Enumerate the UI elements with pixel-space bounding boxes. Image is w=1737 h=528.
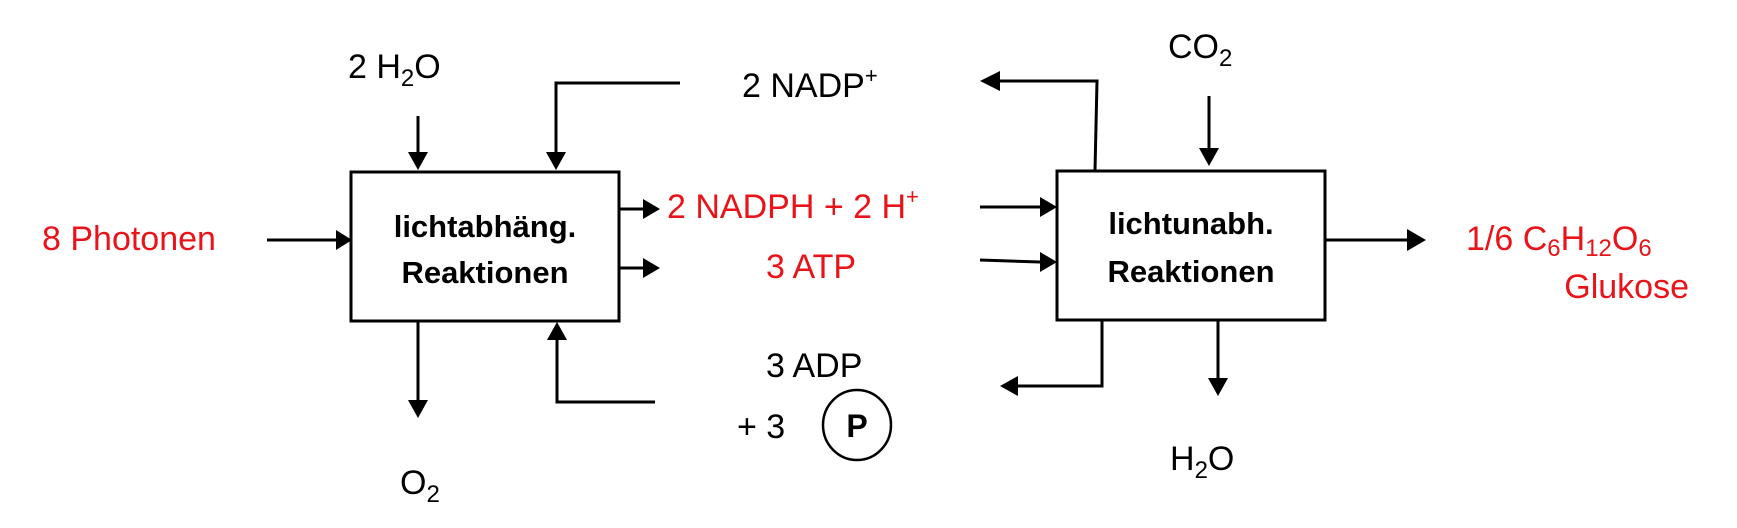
water-input-label: 2 H2O — [348, 48, 441, 92]
oxygen-output-arrow — [408, 321, 428, 418]
glucose-output-arrow — [1325, 229, 1426, 251]
phosphate-icon: P — [821, 388, 893, 462]
nadph-label: 2 NADPH + 2 H+ — [667, 184, 919, 226]
water-output-label: H2O — [1170, 440, 1234, 484]
light-independent-label-line1: lichtunabh. — [1108, 206, 1273, 241]
co2-arrow — [1199, 96, 1219, 166]
nadp-return-arrow — [546, 81, 680, 170]
nadp-output-arrow — [980, 71, 1099, 172]
oxygen-label: O2 — [400, 464, 440, 508]
water-output-arrow — [1208, 320, 1228, 396]
photons-label: 8 Photonen — [42, 220, 216, 258]
adp-return-arrow — [547, 322, 655, 404]
atp-output-arrow — [619, 258, 660, 278]
nadp-label: 2 NADP+ — [742, 63, 878, 105]
co2-label: CO2 — [1168, 28, 1232, 72]
glucose-formula: 1/6 C6H12O6 — [1466, 220, 1652, 262]
light-dependent-box — [349, 170, 621, 323]
nadph-input-arrow — [980, 197, 1057, 217]
light-independent-box — [1055, 169, 1327, 322]
light-independent-label-line2: Reaktionen — [1107, 254, 1274, 289]
atp-input-arrow — [979, 252, 1057, 272]
atp-label: 3 ATP — [766, 248, 856, 286]
phosphate-prefix: + 3 — [737, 408, 785, 446]
glucose-name: Glukose — [1564, 268, 1689, 306]
water-input-arrow — [408, 116, 428, 170]
adp-output-arrow — [1000, 320, 1104, 396]
svg-text:P: P — [846, 408, 867, 444]
light-dependent-label-line1: lichtabhäng. — [394, 209, 577, 244]
adp-label: 3 ADP — [766, 347, 862, 385]
nadph-output-arrow — [619, 199, 660, 219]
photons-arrow — [267, 230, 352, 250]
light-dependent-label-line2: Reaktionen — [401, 255, 568, 290]
